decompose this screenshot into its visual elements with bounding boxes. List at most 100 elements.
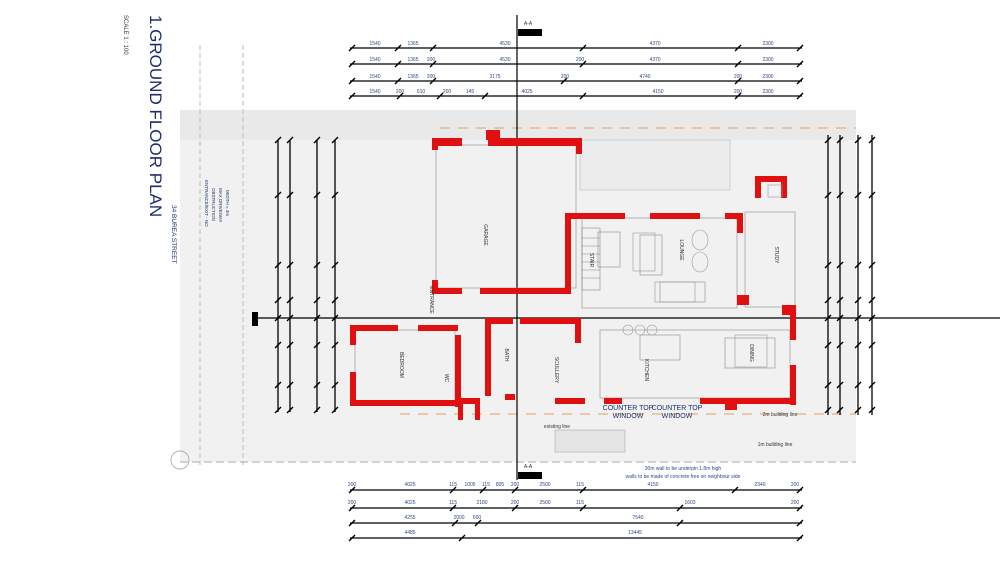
dimension-tick	[331, 341, 339, 349]
dimension-tick	[286, 261, 294, 269]
room-wc: WC	[443, 374, 449, 383]
svg-text:200: 200	[443, 89, 452, 95]
dimension-tick	[286, 341, 294, 349]
dimension-tick	[854, 381, 862, 389]
svg-text:600: 600	[473, 515, 482, 521]
dimension-tick	[348, 60, 356, 68]
section-marker-bottom	[518, 472, 542, 479]
svg-text:200: 200	[734, 74, 743, 80]
svg-text:115: 115	[449, 482, 457, 488]
dimension-tick	[331, 381, 339, 389]
svg-text:115: 115	[576, 482, 584, 488]
dimension-tick	[429, 44, 437, 52]
dimension-tick	[676, 519, 684, 527]
dimension-tick	[348, 486, 356, 494]
svg-text:4530: 4530	[499, 57, 510, 63]
dimension-tick	[449, 486, 457, 494]
room-bedroom: BEDROOM	[398, 352, 404, 378]
dimension-tick	[836, 136, 844, 144]
dimension-tick	[836, 191, 844, 199]
dimension-tick	[824, 136, 832, 144]
dimension-tick	[331, 296, 339, 304]
svg-text:1540: 1540	[369, 41, 380, 47]
dimension-tick	[824, 341, 832, 349]
dimension-tick	[854, 341, 862, 349]
svg-text:3175: 3175	[489, 74, 500, 80]
dimension-tick	[274, 191, 282, 199]
dimension-tick	[313, 341, 321, 349]
dining-table	[734, 334, 768, 368]
dimension-tick	[824, 261, 832, 269]
dimension-tick	[868, 381, 876, 389]
svg-text:200: 200	[561, 74, 570, 80]
steps	[554, 429, 626, 453]
fireplace	[767, 184, 783, 198]
dimension-tick	[348, 519, 356, 527]
furniture	[622, 184, 783, 368]
staircase	[581, 227, 601, 291]
dimension-tick	[579, 486, 587, 494]
sidewalk-strip	[180, 110, 856, 140]
entrance-note-2: OBSTRUCTION	[211, 188, 216, 221]
svg-text:610: 610	[417, 89, 426, 95]
dimension-tick	[274, 381, 282, 389]
dimension-tick	[348, 504, 356, 512]
svg-text:1005: 1005	[464, 482, 475, 488]
dimension-tick	[868, 406, 876, 414]
svg-text:4370: 4370	[649, 57, 660, 63]
svg-text:115: 115	[449, 500, 457, 506]
svg-text:4150: 4150	[647, 482, 658, 488]
svg-text:1365: 1365	[407, 57, 418, 63]
svg-text:4740: 4740	[639, 74, 650, 80]
dimension-tick	[451, 519, 459, 527]
dimension-tick	[313, 296, 321, 304]
svg-text:2500: 2500	[539, 482, 550, 488]
svg-text:13445: 13445	[628, 530, 642, 536]
bottom-dimensions	[350, 489, 802, 539]
svg-text:200: 200	[511, 482, 520, 488]
dimension-tick	[731, 486, 739, 494]
svg-text:4025: 4025	[404, 500, 415, 506]
dimension-tick	[836, 314, 844, 322]
svg-text:4025: 4025	[404, 482, 415, 488]
svg-text:1603: 1603	[684, 500, 695, 506]
svg-text:2340: 2340	[754, 482, 765, 488]
dimension-tick	[854, 296, 862, 304]
svg-text:200: 200	[348, 482, 357, 488]
dimension-tick	[479, 486, 487, 494]
dimension-tick	[396, 92, 404, 100]
dimension-tick	[286, 314, 294, 322]
svg-text:200: 200	[576, 57, 585, 63]
dimension-tick	[854, 136, 862, 144]
walls	[350, 130, 796, 420]
entrance-note-3: MAX DRIVEWAY	[218, 188, 223, 223]
dimension-tick	[579, 92, 587, 100]
dimension-tick	[796, 504, 804, 512]
dimension-tick	[560, 77, 568, 85]
dimension-tick	[868, 261, 876, 269]
dimension-tick	[868, 191, 876, 199]
svg-text:200: 200	[511, 500, 520, 506]
dimension-tick	[274, 261, 282, 269]
dimension-tick	[394, 77, 402, 85]
dimension-tick	[579, 60, 587, 68]
dimension-tick	[286, 136, 294, 144]
svg-text:200: 200	[791, 482, 800, 488]
svg-text:115: 115	[576, 500, 584, 506]
dimension-tick	[734, 92, 742, 100]
section-marker-left	[252, 312, 258, 326]
dimension-tick	[836, 381, 844, 389]
dimension-tick	[511, 504, 519, 512]
boundary-wall-note-1: 30m wall to be underpin 1.8m high	[645, 466, 722, 472]
dimension-tick	[286, 406, 294, 414]
dimension-tick	[836, 341, 844, 349]
dimension-tick	[313, 136, 321, 144]
svg-text:200: 200	[734, 89, 743, 95]
svg-text:2300: 2300	[762, 74, 773, 80]
dimension-tick	[836, 406, 844, 414]
